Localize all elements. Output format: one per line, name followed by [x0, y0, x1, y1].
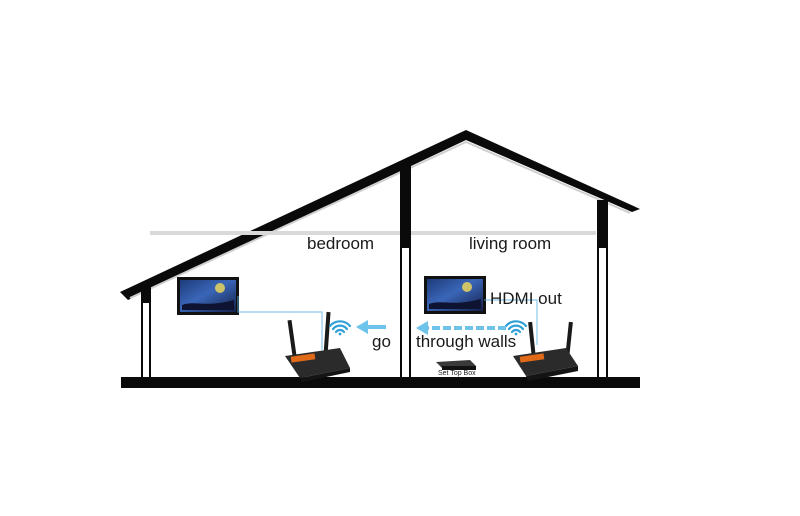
bedroom-label: bedroom: [307, 234, 375, 253]
walls: [141, 165, 608, 378]
wifi-signal-icon: [504, 320, 528, 336]
living-room-label: living room: [469, 234, 552, 253]
go-label: go: [372, 332, 391, 351]
signal-arrow: [356, 320, 386, 334]
wireless-transmitter-icon: [513, 321, 578, 381]
floor: [121, 377, 640, 388]
set-top-box-label: Set Top Box: [438, 370, 476, 377]
tv-icon: [424, 276, 486, 314]
through-walls-label: through walls: [416, 332, 517, 351]
set-top-box-icon: [436, 360, 476, 370]
tv-icon: [177, 277, 239, 315]
wifi-signal-icon: [328, 320, 352, 336]
wireless-receiver-icon: [285, 311, 350, 382]
hdmi-out-label: HDMI out: [490, 289, 562, 308]
roof: [120, 130, 640, 300]
signal-arrow-dashed: [416, 321, 506, 335]
